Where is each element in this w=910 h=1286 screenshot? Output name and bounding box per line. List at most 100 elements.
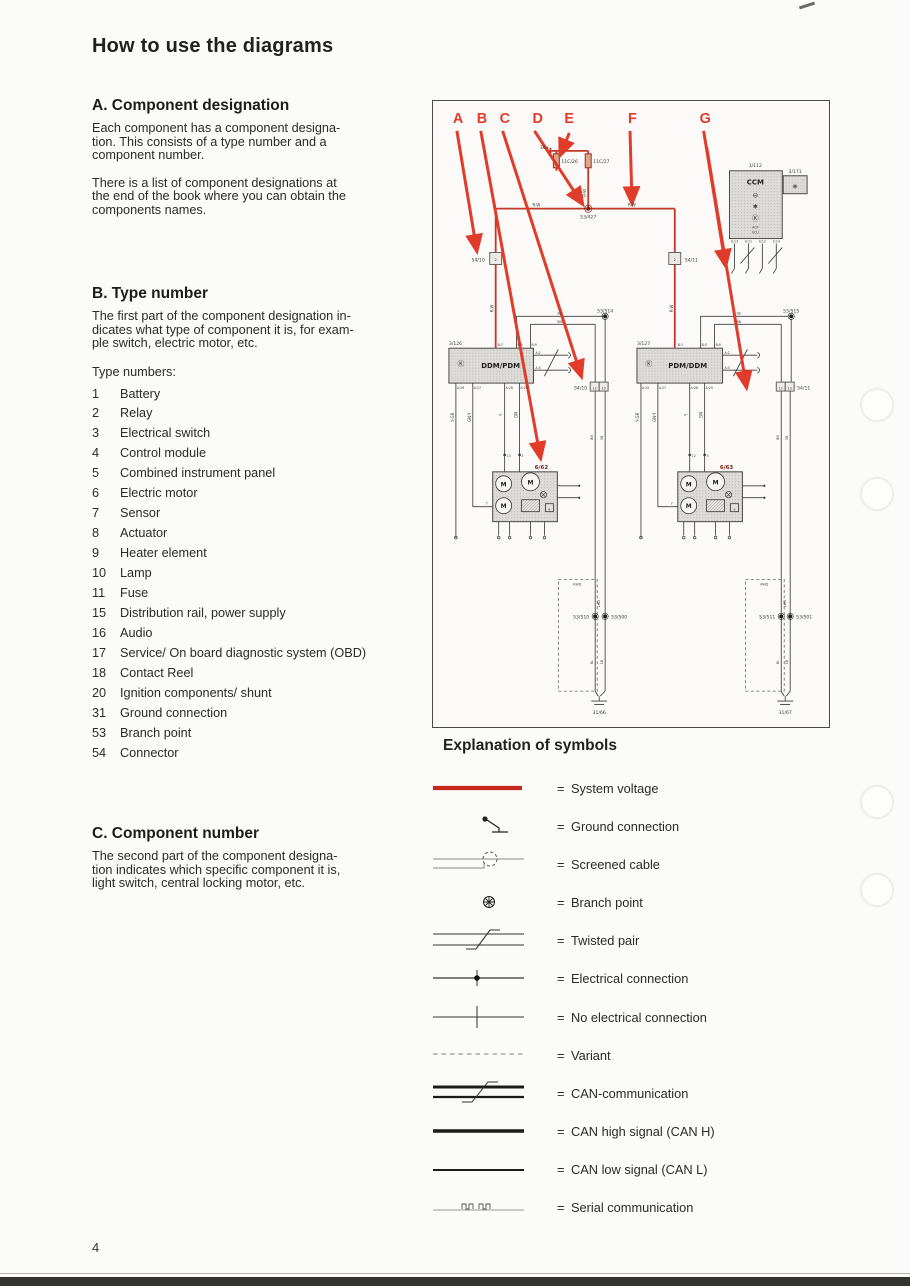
diagram-label: A:25 <box>642 386 649 390</box>
diagram-label: VCU <box>752 231 759 235</box>
page-title: How to use the diagrams <box>92 35 334 57</box>
can-communication-symbol <box>433 1081 524 1103</box>
diagram-label: 2 <box>674 258 676 262</box>
ccm-label: CCM <box>747 179 764 187</box>
junction-dots <box>454 453 766 540</box>
left-motor-assembly <box>492 471 558 523</box>
no-electrical-connection-symbol <box>433 1006 524 1029</box>
can-low-signal-symbol <box>433 1168 524 1171</box>
legend-row: = Ground connection <box>432 807 852 845</box>
callout-letter-b: B <box>477 111 487 127</box>
section-a-paragraph-2: There is a list of component designation… <box>92 175 346 217</box>
motor-assembly-6-62-label: 6/62 <box>535 465 549 471</box>
diagram-label: B:5 <box>702 343 707 347</box>
diagram-label: B:9 <box>716 343 721 347</box>
callout-letter-f: F <box>628 111 637 127</box>
red-power-wires <box>489 147 682 349</box>
diagram-label: 13 <box>507 454 511 458</box>
diagram-label: Ⓚ <box>457 360 464 368</box>
diagram-label: Ⓚ <box>752 215 759 223</box>
branch-53-514-label: 53/514 <box>597 308 613 314</box>
diagram-label: BN <box>557 320 562 324</box>
diagram-label: B:7 <box>498 343 503 347</box>
legend-row: = Electrical connection <box>432 960 852 998</box>
diagram-label: Y-GR <box>450 412 455 422</box>
twisted-pair-symbol <box>433 929 524 950</box>
diagram-label: R-W <box>669 304 674 312</box>
symbol-legend: = System voltage = Ground connection = S… <box>432 769 852 1227</box>
diagram-label: SB <box>557 311 561 315</box>
ground-31-67-label: 31/67 <box>779 710 792 716</box>
diagram-label: SB <box>600 660 604 664</box>
branch-53-427-label: 53/427 <box>580 215 596 221</box>
type-numbers-list-title: Type numbers: <box>92 364 176 379</box>
serial-communication-symbol <box>433 1203 524 1211</box>
diagram-label: Ⓚ <box>645 360 652 368</box>
section-c-heading: C. Component number <box>92 825 260 842</box>
diagram-label: 5 <box>707 454 709 458</box>
variant-symbol <box>433 1053 524 1055</box>
can-high-signal-symbol <box>433 1129 524 1134</box>
diagram-label: M <box>713 479 719 486</box>
branch-point-symbol <box>483 895 495 908</box>
diagram-label: SB <box>600 436 604 440</box>
branch-53-501-label: 53/501 <box>796 614 812 620</box>
diagram-label: 2 <box>495 258 497 262</box>
diagram-label: SB <box>785 660 789 664</box>
callout-letter-g: G <box>700 111 711 127</box>
diagram-label: ACP <box>752 226 758 230</box>
connector-grids <box>589 381 795 392</box>
diagram-label: 7 <box>486 502 488 506</box>
legend-row: = Serial communication <box>432 1189 852 1227</box>
diagram-label: A:29 <box>706 386 713 390</box>
scan-corner-mark <box>798 1 816 10</box>
section-component-designation: A. Component designation Each component … <box>92 97 440 217</box>
section-component-number: C. Component number The second part of t… <box>92 825 440 891</box>
legend-row: = Twisted pair <box>432 922 852 960</box>
diagram-label: GN-Y <box>652 412 657 422</box>
fuse-11c-27-label: 11C/27 <box>593 159 609 165</box>
legend-heading: Explanation of symbols <box>443 737 617 754</box>
right-door-module <box>636 347 724 384</box>
punch-hole <box>860 388 894 422</box>
branch-53-515-label: 53/515 <box>783 308 799 314</box>
diagram-label: A:13 <box>731 240 738 244</box>
branch-53-500-label: 53/500 <box>611 614 627 620</box>
diagram-label: R-W <box>582 189 587 197</box>
legend-row: = CAN high signal (CAN H) <box>432 1112 852 1150</box>
legend-row: = Variant <box>432 1036 852 1074</box>
diagram-label: 13 <box>602 387 606 391</box>
legend-row: = System voltage <box>432 769 852 807</box>
left-door-module <box>448 347 534 384</box>
diagram-label: ❋ <box>793 184 798 191</box>
diagram-label: B:1 <box>678 343 683 347</box>
callout-letter-a: A <box>453 111 464 127</box>
callout-letter-d: D <box>532 111 542 127</box>
ddm-pdm-label: DDM/PDM <box>481 362 520 370</box>
diagram-label: B:5 <box>518 343 523 347</box>
connector-54-11-label: 54/11 <box>685 257 698 263</box>
diagram-label: 7 <box>671 502 673 506</box>
electrical-connection-symbol <box>433 969 524 986</box>
diagram-label: 5 <box>522 454 524 458</box>
branch-points <box>591 312 795 620</box>
diagram-label: R-W <box>490 304 495 312</box>
branch-53-511-label: 53/511 <box>759 614 775 620</box>
diagram-label: LHD <box>783 600 787 608</box>
callout-arrows <box>455 130 753 463</box>
diagram-label: M <box>528 479 534 486</box>
diagram-label: M <box>501 503 507 510</box>
diagram-label: 12 <box>692 454 696 458</box>
scan-edge-bar <box>0 1277 910 1286</box>
